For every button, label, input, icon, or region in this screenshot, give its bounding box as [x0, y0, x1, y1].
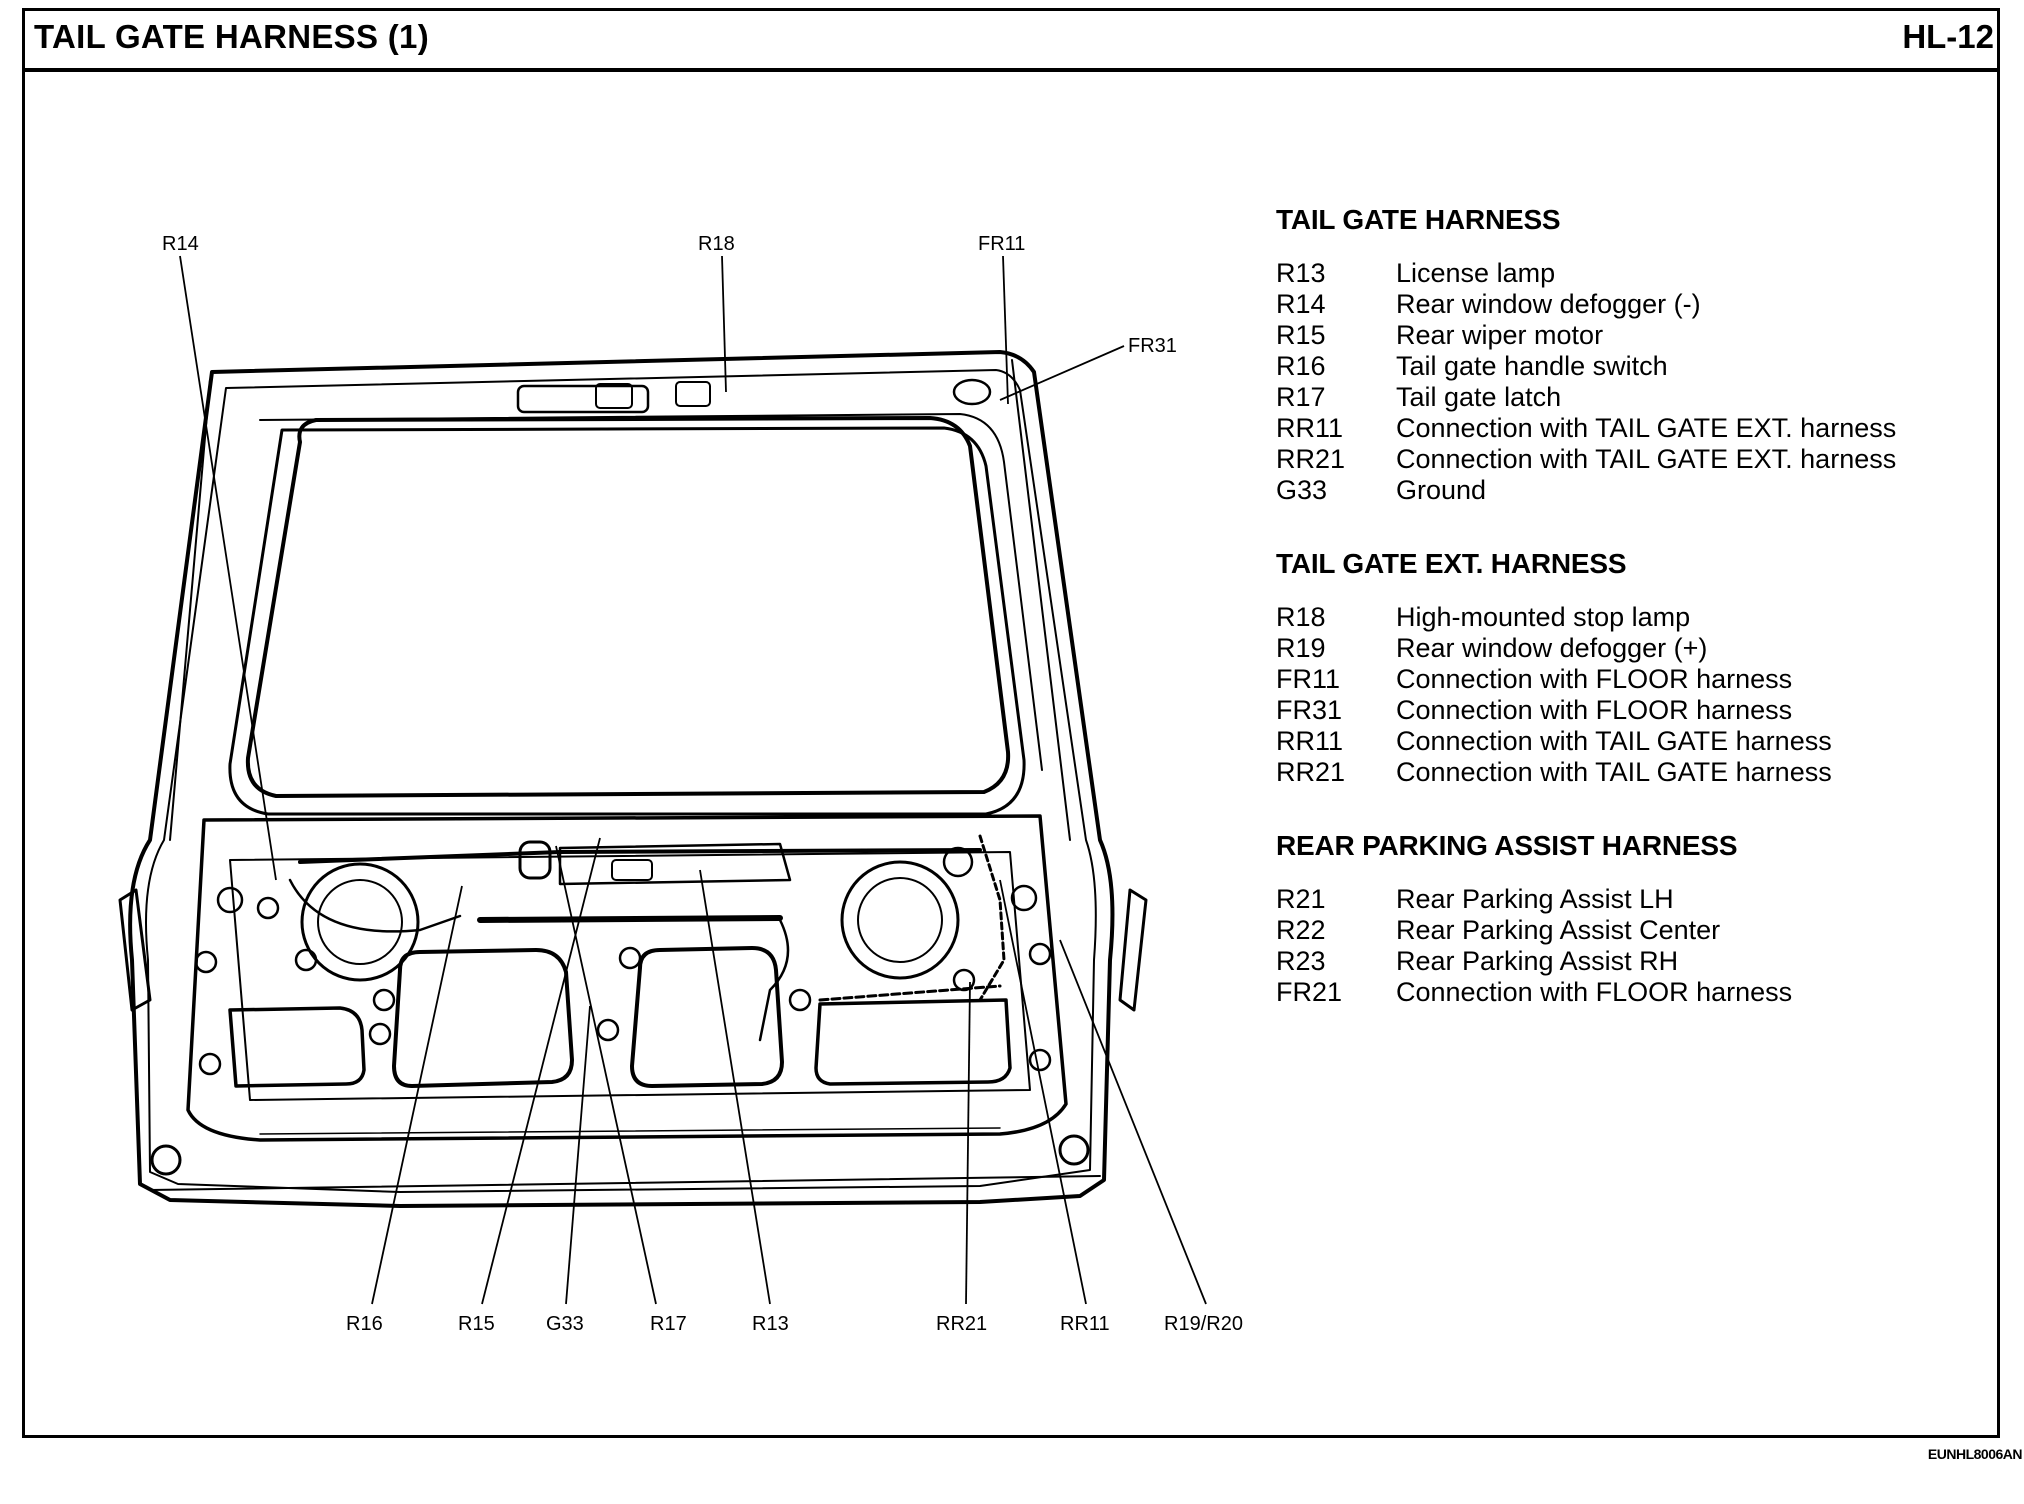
callout-r13: R13: [752, 1313, 789, 1335]
connector-code: R22: [1276, 915, 1326, 945]
connector-desc: Tail gate latch: [1396, 382, 1562, 412]
connector-desc: Tail gate handle switch: [1396, 351, 1668, 381]
page-code: HL-12: [1902, 18, 1994, 55]
connector-desc: Rear wiper motor: [1396, 320, 1604, 350]
connector-code: R23: [1276, 946, 1326, 976]
callout-r14: R14: [162, 233, 199, 255]
legend-row: R15 Rear wiper motor: [1276, 320, 1996, 351]
legend-row: FR31 Connection with FLOOR harness: [1276, 695, 1996, 726]
connector-code: FR21: [1276, 977, 1343, 1007]
connector-desc: Connection with FLOOR harness: [1396, 664, 1793, 694]
connector-code: R16: [1276, 351, 1326, 381]
connector-code: R19: [1276, 633, 1326, 663]
section-title: TAIL GATE HARNESS: [1276, 204, 1561, 235]
connector-code: RR21: [1276, 444, 1346, 474]
connector-code: RR21: [1276, 757, 1346, 787]
legend-row: RR21 Connection with TAIL GATE EXT. harne…: [1276, 444, 1996, 475]
header-rule: [22, 68, 2000, 72]
legend-row: RR11 Connection with TAIL GATE harness: [1276, 726, 1996, 757]
connector-desc: Rear Parking Assist LH: [1396, 884, 1674, 914]
connector-desc: Rear window defogger (+): [1396, 633, 1708, 663]
legend-row: R23 Rear Parking Assist RH: [1276, 946, 1996, 977]
tailgate-outline: [128, 350, 1115, 1208]
callout-labels: R14 R18 FR11 FR31 R16 R15 G33 R17 R13 RR…: [162, 233, 1243, 1335]
legend-row: R14 Rear window defogger (-): [1276, 289, 1996, 320]
connector-desc: High-mounted stop lamp: [1396, 602, 1691, 632]
connector-code: FR31: [1276, 695, 1343, 725]
legend-row: R22 Rear Parking Assist Center: [1276, 915, 1996, 946]
connector-code: G33: [1276, 475, 1328, 505]
legend-row: R21 Rear Parking Assist LH: [1276, 884, 1996, 915]
page-frame: [22, 8, 2000, 1438]
rear-window: [245, 416, 1011, 798]
connector-desc: Connection with FLOOR harness: [1396, 695, 1793, 725]
connector-desc: Connection with TAIL GATE EXT. harness: [1396, 413, 1897, 443]
legend-row: G33 Ground: [1276, 475, 1996, 506]
connector-desc: Rear Parking Assist RH: [1396, 946, 1679, 976]
figure-code: EUNHL8006AN: [1927, 1446, 2023, 1462]
connector-code: R21: [1276, 884, 1326, 914]
callout-r19-r20: R19/R20: [1164, 1313, 1243, 1335]
connector-code: R17: [1276, 382, 1326, 412]
connector-code: R15: [1276, 320, 1326, 350]
callout-fr31: FR31: [1128, 335, 1177, 357]
legend-section: TAIL GATE EXT. HARNESS R18 High-mounted s…: [1276, 548, 1996, 788]
section-title: TAIL GATE EXT. HARNESS: [1276, 548, 1627, 579]
connector-desc: Connection with TAIL GATE harness: [1396, 726, 1832, 756]
callout-fr11: FR11: [978, 233, 1025, 255]
legend-row: R18 High-mounted stop lamp: [1276, 602, 1996, 633]
leader-lines: [179, 255, 1207, 1305]
connector-code: R13: [1276, 258, 1326, 288]
connector-code: RR11: [1276, 413, 1344, 443]
callout-r16: R16: [346, 1313, 383, 1335]
connector-code: R18: [1276, 602, 1326, 632]
legend-row: FR11 Connection with FLOOR harness: [1276, 664, 1996, 695]
connector-desc: License lamp: [1396, 258, 1556, 288]
legend-row: R19 Rear window defogger (+): [1276, 633, 1996, 664]
connector-desc: Connection with FLOOR harness: [1396, 977, 1793, 1007]
legend-row: R16 Tail gate handle switch: [1276, 351, 1996, 382]
callout-rr21: RR21: [936, 1313, 987, 1335]
connector-desc: Connection with TAIL GATE EXT. harness: [1396, 444, 1897, 474]
callout-r18: R18: [698, 233, 735, 255]
page-title: TAIL GATE HARNESS (1): [34, 18, 429, 55]
legend-row: FR21 Connection with FLOOR harness: [1276, 977, 1996, 1008]
legend-row: RR11 Connection with TAIL GATE EXT. harne…: [1276, 413, 1996, 444]
legend-row: RR21 Connection with TAIL GATE harness: [1276, 757, 1996, 788]
callout-r15: R15: [458, 1313, 495, 1335]
connector-code: RR11: [1276, 726, 1344, 756]
callout-g33: G33: [546, 1313, 584, 1335]
connector-desc: Ground: [1396, 475, 1487, 505]
legend-row: R17 Tail gate latch: [1276, 382, 1996, 413]
callout-rr11: RR11: [1060, 1313, 1110, 1335]
section-title: REAR PARKING ASSIST HARNESS: [1276, 830, 1738, 861]
connector-code: FR11: [1276, 664, 1341, 694]
connector-desc: Connection with TAIL GATE harness: [1396, 757, 1832, 787]
callout-r17: R17: [650, 1313, 687, 1335]
connector-desc: Rear window defogger (-): [1396, 289, 1701, 319]
connector-desc: Rear Parking Assist Center: [1396, 915, 1721, 945]
connector-code: R14: [1276, 289, 1326, 319]
legend-row: R13 License lamp: [1276, 258, 1996, 289]
